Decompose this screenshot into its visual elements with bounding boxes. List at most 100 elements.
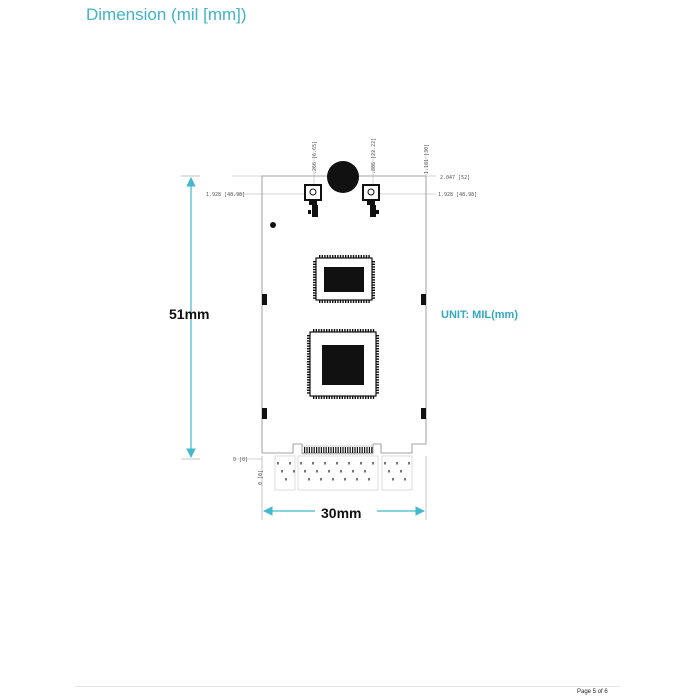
chip-pin xyxy=(350,255,352,258)
chip-pin xyxy=(339,255,342,258)
pinout-mark xyxy=(300,462,302,465)
chip-pin xyxy=(376,350,379,352)
chip-pin xyxy=(345,300,347,303)
chip-pin xyxy=(372,297,375,299)
chip-pin xyxy=(357,329,359,332)
chip-pin xyxy=(360,255,362,258)
chip-pin xyxy=(341,329,343,332)
chip-pin xyxy=(342,255,344,258)
chip-pin xyxy=(372,274,375,276)
chip-pin xyxy=(313,294,316,297)
chip-pin xyxy=(307,384,310,386)
chip-pin xyxy=(313,281,316,284)
chip-pin xyxy=(346,396,349,399)
connector-finger xyxy=(342,447,344,453)
chip-pin xyxy=(370,396,372,399)
chip-pin xyxy=(376,384,379,386)
chip-pin xyxy=(339,300,342,303)
chip-pin xyxy=(307,379,310,381)
chip-pin xyxy=(331,329,333,332)
connector-finger xyxy=(328,447,330,453)
chip-pin xyxy=(313,396,315,399)
connector-finger xyxy=(361,447,363,453)
chip-pin xyxy=(376,340,379,342)
chip-pin xyxy=(307,387,310,389)
chip-pin xyxy=(321,255,323,258)
chip-pin xyxy=(313,263,316,265)
connector-finger xyxy=(352,447,354,453)
chip-pin xyxy=(307,376,310,378)
chip-pin xyxy=(313,297,316,299)
chip-pin xyxy=(376,348,379,350)
chip-pin xyxy=(376,366,379,368)
connector-finger xyxy=(347,447,349,453)
chip-pin xyxy=(365,255,368,258)
connector-finger xyxy=(325,447,327,453)
chip-pin xyxy=(307,366,310,368)
chip-pin xyxy=(347,300,349,303)
chip-pin xyxy=(334,255,336,258)
pinout-mark xyxy=(293,470,295,473)
chip-pin xyxy=(367,329,369,332)
chip-pin xyxy=(376,358,379,360)
origin-dimension: 0 [0] xyxy=(233,457,248,463)
chip-pin xyxy=(349,396,351,399)
pinout-mark xyxy=(356,478,358,481)
chip-pin xyxy=(372,294,375,297)
chip-pin xyxy=(367,396,369,399)
chip-pin xyxy=(313,271,316,273)
chip-pin xyxy=(332,300,334,303)
chip-pin xyxy=(363,255,365,258)
top-right-dimension: 2.047 [52] xyxy=(440,175,470,181)
chip-pin xyxy=(352,255,355,258)
chip-pin xyxy=(354,396,356,399)
chip-pin xyxy=(318,396,320,399)
chip-pin xyxy=(376,342,379,345)
pinout-mark xyxy=(400,470,402,473)
chip-pin xyxy=(307,350,310,352)
chip-pin xyxy=(350,300,352,303)
height-dimension-label: 51mm xyxy=(169,306,210,322)
connector-finger xyxy=(330,447,332,453)
right-hole-dimension: 1.928 [48.98] xyxy=(438,192,477,198)
chip-pin xyxy=(307,348,310,350)
chip-pin xyxy=(372,268,375,271)
pinout-mark xyxy=(348,462,350,465)
chip-pin xyxy=(376,376,379,378)
chip-pin xyxy=(372,287,375,289)
chip-pin xyxy=(313,329,315,332)
chip-pin xyxy=(313,292,316,294)
chip-pin xyxy=(337,300,339,303)
chip-pin xyxy=(376,379,379,381)
pinout-mark xyxy=(285,478,287,481)
pinout-mark xyxy=(384,462,386,465)
connector-finger xyxy=(337,447,339,453)
chip-pin xyxy=(372,266,375,268)
unit-label: UNIT: MIL(mm) xyxy=(441,309,518,321)
page-title: Dimension (mil [mm]) xyxy=(86,5,247,24)
chip-pin xyxy=(376,392,379,394)
chip-pin xyxy=(355,300,357,303)
chip-pin xyxy=(376,353,379,355)
chip-pin xyxy=(372,276,375,278)
vertical-dimension-3: 1.181 [30] xyxy=(424,144,430,174)
chip-pin xyxy=(358,300,360,303)
pinout-mark xyxy=(344,478,346,481)
chip-pin xyxy=(372,284,375,286)
chip-pin xyxy=(376,355,379,358)
chip-pin xyxy=(337,255,339,258)
chip-pin xyxy=(307,337,310,339)
chip-pin xyxy=(307,374,310,376)
pinout-mark xyxy=(336,462,338,465)
chip-pin xyxy=(352,396,354,399)
chip-pin xyxy=(336,329,338,332)
chip-pin xyxy=(344,396,346,399)
chip-pin xyxy=(376,345,379,347)
chip-pin xyxy=(363,300,365,303)
chip-pin xyxy=(357,396,359,399)
connector-finger xyxy=(308,447,310,453)
chip-pin xyxy=(324,300,326,303)
pinout-mark xyxy=(364,470,366,473)
left-hole-dimension: 1.928 [48.98] xyxy=(206,192,245,198)
